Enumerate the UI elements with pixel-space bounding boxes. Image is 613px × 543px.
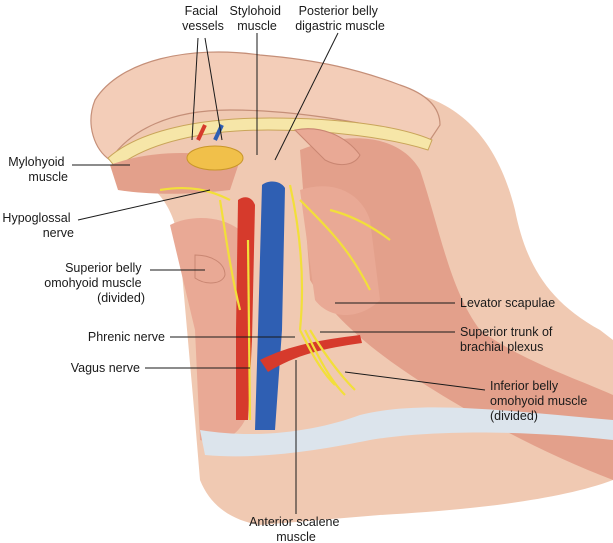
label-inferior-belly-omohyoid: Inferior belly omohyoid muscle (divided) (490, 379, 591, 423)
lower-fascia (200, 407, 613, 457)
label-superior-belly-omohyoid: Superior belly omohyoid muscle (divided) (44, 261, 145, 305)
digastric-shape (293, 128, 361, 166)
muscle-mass-anterior (170, 218, 250, 442)
leader-inferior-omohyoid (344, 371, 486, 391)
muscle-mass-right (300, 138, 613, 481)
omohyoid-superior-shape (194, 254, 226, 284)
leader-facial-vessels-a (191, 37, 199, 141)
leader-hypoglossal (77, 189, 211, 221)
label-superior-trunk-brachial-plexus: Superior trunk of brachial plexus (460, 325, 556, 354)
label-hypoglossal-nerve: Hypoglossal nerve (2, 211, 74, 240)
label-phrenic-nerve: Phrenic nerve (88, 330, 165, 344)
labels: Facial vessels Stylohoid muscle Posterio… (2, 4, 591, 543)
leader-digastric (274, 32, 339, 161)
nerves (159, 184, 391, 421)
neck-illustration (90, 51, 613, 525)
leader-facial-vessels-b (204, 37, 223, 141)
facial-vein (213, 124, 224, 141)
facial-artery (196, 124, 207, 141)
internal-jugular-vein (255, 181, 285, 430)
label-posterior-belly-digastric: Posterior belly digastric muscle (295, 4, 385, 33)
label-anterior-scalene-muscle: Anterior scalene muscle (249, 515, 343, 543)
leader-lines (72, 32, 486, 514)
label-facial-vessels: Facial vessels (182, 4, 224, 33)
chin-face (90, 51, 441, 161)
subclavian-artery (260, 335, 362, 372)
levator-muscle (300, 186, 380, 315)
label-levator-scapulae: Levator scapulae (460, 296, 555, 310)
label-vagus-nerve: Vagus nerve (71, 361, 140, 375)
mandible-border (107, 117, 433, 169)
label-stylohoid-muscle: Stylohoid muscle (230, 4, 285, 33)
label-mylohyoid-muscle: Mylohyoid muscle (8, 155, 68, 184)
submandibular-gland (186, 145, 244, 171)
